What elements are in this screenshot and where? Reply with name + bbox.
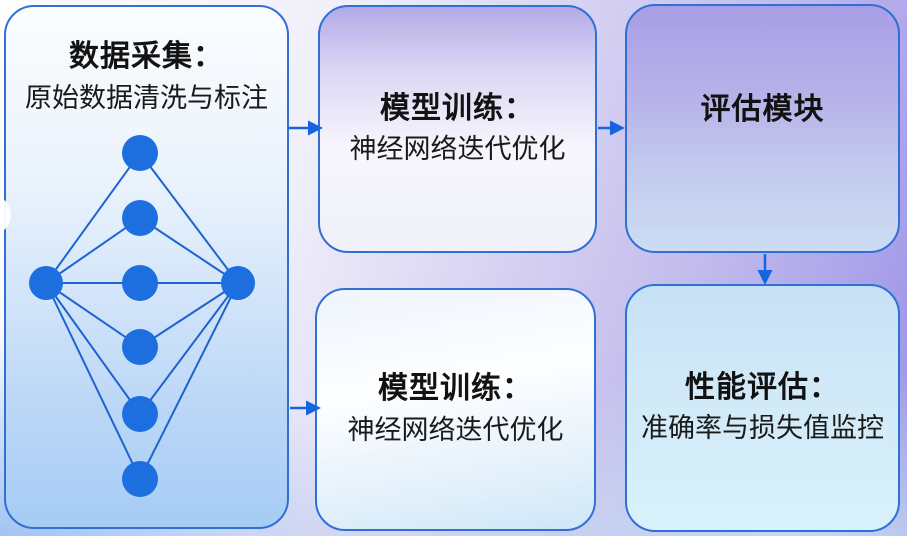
performance-evaluation-title: 性能评估： bbox=[685, 370, 840, 404]
evaluation-module-title: 评估模块 bbox=[700, 93, 825, 127]
box-model-training-top: 模型训练： 神经网络迭代优化 bbox=[318, 5, 597, 253]
data-collection-title: 数据采集： bbox=[69, 40, 224, 73]
box-data-collection: 数据采集： 原始数据清洗与标注 bbox=[4, 5, 289, 529]
box-evaluation-module: 评估模块 bbox=[625, 4, 900, 253]
box-model-training-bottom: 模型训练： 神经网络迭代优化 bbox=[315, 288, 596, 531]
data-collection-subtitle: 原始数据清洗与标注 bbox=[25, 82, 268, 113]
model-training-top-subtitle: 神经网络迭代优化 bbox=[349, 134, 566, 164]
performance-evaluation-subtitle: 准确率与损失值监控 bbox=[641, 413, 884, 443]
model-training-top-title: 模型训练： bbox=[380, 91, 535, 125]
arrow-training-to-evaluation bbox=[598, 120, 625, 136]
model-training-bottom-subtitle: 神经网络迭代优化 bbox=[347, 414, 564, 445]
arrow-evaluation-to-performance bbox=[757, 254, 773, 285]
model-training-bottom-title: 模型训练： bbox=[378, 372, 533, 405]
box-performance-evaluation: 性能评估： 准确率与损失值监控 bbox=[625, 284, 900, 532]
